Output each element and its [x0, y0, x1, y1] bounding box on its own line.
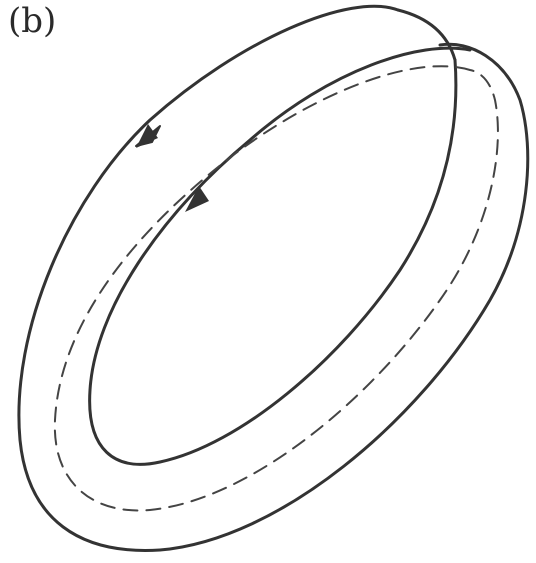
outer-arrow-head-icon	[136, 124, 158, 148]
panel-label: (b)	[8, 1, 57, 41]
inner-loop	[88, 46, 472, 466]
inner-arrow-icon	[185, 186, 209, 212]
outer-loop	[17, 4, 530, 552]
middle-dashed-loop	[53, 65, 499, 512]
outer-loop-top	[396, 8, 457, 62]
